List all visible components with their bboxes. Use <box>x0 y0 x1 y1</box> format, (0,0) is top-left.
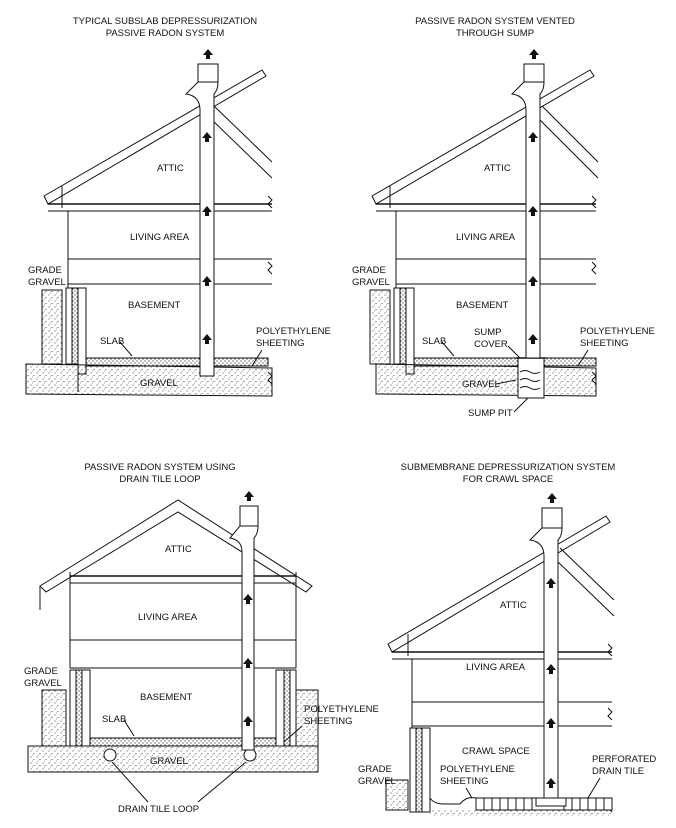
roof <box>43 69 273 208</box>
perforated-label-line1: PERFORATED <box>592 754 656 765</box>
poly-label-line2: SHEETING <box>256 338 305 349</box>
break-mark <box>267 261 273 275</box>
slab-label: SLAB <box>102 714 126 725</box>
airflow-arrow-icon <box>529 49 539 59</box>
attic-label: ATTIC <box>484 163 511 174</box>
gravel-label: GRAVEL <box>140 378 178 389</box>
poly-leader <box>577 349 589 367</box>
sump-cover-label-line2: COVER <box>474 339 508 350</box>
drain-tile-loop-label: DRAIN TILE LOOP <box>118 804 199 815</box>
attic-floor <box>48 203 272 288</box>
crawl-space-label: CRAWL SPACE <box>462 746 530 757</box>
living-area-label: LIVING AREA <box>466 662 526 673</box>
ground <box>430 810 612 816</box>
attic-label: ATTIC <box>500 600 527 611</box>
foundation-wall-right <box>275 669 319 747</box>
poly-label-line2: SHEETING <box>304 716 353 727</box>
poly-label-line1: POLYETHYLENE <box>304 704 379 715</box>
airflow-arrow-icon <box>547 493 557 503</box>
attic-label: ATTIC <box>157 163 184 174</box>
poly-label-line2: SHEETING <box>440 776 489 787</box>
attic-label: ATTIC <box>165 544 192 555</box>
basement-label: BASEMENT <box>128 300 180 311</box>
sump-cover-leader <box>507 345 521 359</box>
drain-tile-pipe <box>243 748 257 762</box>
break-mark <box>267 195 273 209</box>
break-mark <box>607 643 613 657</box>
poly-leader <box>251 349 263 367</box>
poly-label-line1: POLYETHYLENE <box>580 326 655 337</box>
panel-title-line1: PASSIVE RADON SYSTEM VENTED <box>415 16 575 27</box>
basement-label: BASEMENT <box>140 692 192 703</box>
panel-title-line2: PASSIVE RADON SYSTEM <box>106 28 225 39</box>
break-mark <box>591 261 597 275</box>
slab-leader <box>119 341 133 357</box>
break-mark <box>591 371 597 385</box>
sump-pit <box>516 357 546 399</box>
panel-title-line1: PASSIVE RADON SYSTEM USING <box>84 462 235 473</box>
slab-leader <box>441 341 455 357</box>
panel-title-line2: DRAIN TILE LOOP <box>119 474 200 485</box>
sump-cover-label-line1: SUMP <box>474 327 501 338</box>
grade-label: GRADE <box>24 666 58 677</box>
sump-pit-label: SUMP PIT <box>468 408 513 419</box>
foundation-wall <box>41 287 87 375</box>
basement-label: BASEMENT <box>456 300 508 311</box>
living-area-label: LIVING AREA <box>130 232 190 243</box>
living-area-label: LIVING AREA <box>138 612 198 623</box>
panel-title-line2: THROUGH SUMP <box>456 28 534 39</box>
vent-pipe <box>229 505 259 751</box>
panel-title-line1: SUBMEMBRANE DEPRESSURIZATION SYSTEM <box>401 462 616 473</box>
drain-tile-leader <box>197 761 247 803</box>
foundation-wall <box>385 727 431 813</box>
living-area-label: LIVING AREA <box>456 232 516 243</box>
slab <box>543 357 597 367</box>
vent-pipe <box>184 63 219 377</box>
gravel-side-label: GRAVEL <box>358 776 396 787</box>
panel-subslab-passive: TYPICAL SUBSLAB DEPRESSURIZATION PASSIVE… <box>25 16 331 397</box>
poly-leader <box>465 787 473 799</box>
panel-crawl-space: SUBMEMBRANE DEPRESSURIZATION SYSTEM FOR … <box>358 462 656 816</box>
poly-label-line2: SHEETING <box>580 338 629 349</box>
break-mark <box>267 371 273 385</box>
vent-pipe <box>528 507 567 807</box>
gravel-side-label: GRAVEL <box>28 277 66 288</box>
drain-tile-leader <box>111 761 149 803</box>
gravel-label: GRAVEL <box>150 756 188 767</box>
break-mark <box>607 707 613 721</box>
gravel-side-label: GRAVEL <box>24 678 62 689</box>
slab-label: SLAB <box>100 336 124 347</box>
sump-pit-leader <box>513 397 529 413</box>
slab <box>85 357 269 367</box>
foundation-wall <box>369 287 415 375</box>
grade-label: GRADE <box>358 764 392 775</box>
panel-vented-sump: PASSIVE RADON SYSTEM VENTED THROUGH SUMP <box>352 16 655 419</box>
gravel-side-label: GRAVEL <box>352 277 390 288</box>
slab-leader <box>123 719 135 737</box>
gable-roof <box>39 499 313 668</box>
poly-leader <box>283 725 303 743</box>
roof <box>371 69 599 208</box>
perforated-leader <box>587 777 601 799</box>
grade-label: GRADE <box>28 265 62 276</box>
panel-title-line2: FOR CRAWL SPACE <box>463 474 553 485</box>
airflow-arrow-icon <box>203 49 213 59</box>
poly-label-line1: POLYETHYLENE <box>256 326 331 337</box>
break-mark <box>591 195 597 209</box>
grade-label: GRADE <box>352 265 386 276</box>
gravel-leader <box>495 379 517 385</box>
panel-title-line1: TYPICAL SUBSLAB DEPRESSURIZATION <box>73 16 257 27</box>
poly-label-line1: POLYETHYLENE <box>440 764 515 775</box>
airflow-arrow-icon <box>244 491 254 501</box>
slab-label: SLAB <box>422 336 446 347</box>
attic-floor <box>376 203 596 288</box>
foundation-wall-left <box>41 669 91 747</box>
gravel-label: GRAVEL <box>462 379 500 390</box>
drain-tile-pipe <box>103 748 117 762</box>
perforated-label-line2: DRAIN TILE <box>592 766 644 777</box>
roof <box>387 515 615 656</box>
panel-drain-tile-loop: PASSIVE RADON SYSTEM USING DRAIN TILE LO… <box>24 462 379 815</box>
